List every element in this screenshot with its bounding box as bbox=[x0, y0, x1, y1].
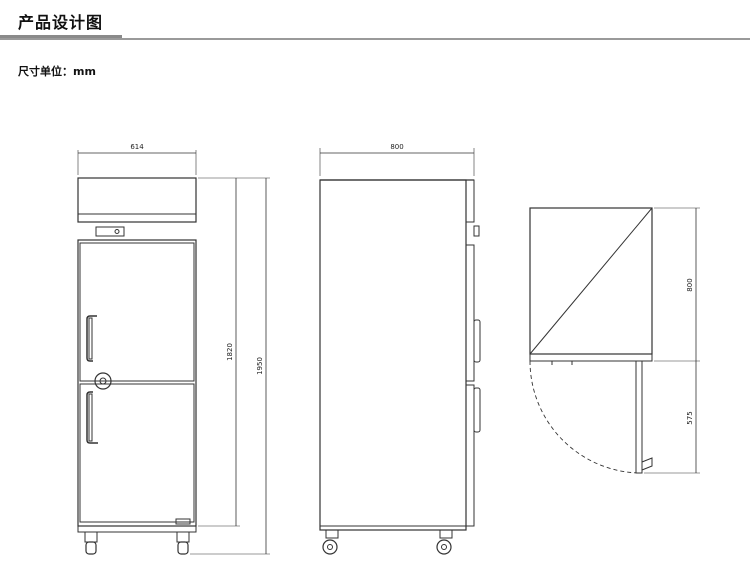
upper-door bbox=[79, 242, 195, 382]
control-knob-icon bbox=[114, 229, 120, 234]
side-top-overhang bbox=[466, 179, 475, 223]
right-caster-icon bbox=[177, 541, 189, 555]
swing-door-panel bbox=[635, 360, 643, 474]
right-caster-mount bbox=[176, 531, 190, 543]
dim-front-total-height: 1950 bbox=[256, 357, 264, 375]
lock-core-icon bbox=[99, 377, 107, 385]
front-base bbox=[77, 525, 197, 533]
nameplate-icon bbox=[175, 518, 191, 525]
side-left-hub-icon bbox=[327, 544, 333, 550]
side-upper-door bbox=[465, 244, 475, 382]
dim-front-door-height: 1820 bbox=[226, 343, 234, 361]
dim-swing-door-extent: 575 bbox=[686, 411, 694, 424]
side-vent-icon bbox=[473, 225, 480, 237]
lower-door bbox=[79, 383, 195, 523]
swing-front-bar bbox=[529, 353, 653, 362]
side-lower-door bbox=[465, 384, 475, 527]
side-lower-handle-icon bbox=[473, 387, 481, 433]
title-underline bbox=[0, 38, 750, 40]
side-upper-handle-icon bbox=[473, 319, 481, 363]
left-caster-mount bbox=[84, 531, 98, 543]
dim-side-depth: 800 bbox=[390, 143, 403, 151]
dim-swing-depth: 800 bbox=[686, 278, 694, 291]
control-panel-icon bbox=[95, 226, 125, 237]
unit-label: 尺寸单位：mm bbox=[18, 65, 96, 78]
side-right-caster-mount bbox=[439, 529, 453, 539]
page-title: 产品设计图 bbox=[18, 13, 104, 32]
side-view bbox=[319, 148, 481, 555]
front-view bbox=[77, 150, 270, 555]
front-top-cap bbox=[77, 177, 197, 223]
side-left-wheel-icon bbox=[322, 539, 338, 555]
header: 产品设计图 bbox=[0, 0, 750, 44]
lower-handle-icon bbox=[86, 391, 98, 444]
swing-door-handle-icon bbox=[641, 457, 653, 471]
swing-arc bbox=[529, 360, 641, 474]
left-caster-icon bbox=[85, 541, 97, 555]
swing-view bbox=[529, 207, 700, 474]
upper-handle-grip bbox=[88, 317, 93, 360]
dim-front-width: 614 bbox=[130, 143, 144, 151]
lower-handle-grip bbox=[88, 393, 93, 442]
swing-door-diagonal bbox=[529, 207, 653, 355]
upper-handle-icon bbox=[86, 315, 97, 362]
title-underline-accent bbox=[0, 35, 122, 40]
side-left-caster-mount bbox=[325, 529, 339, 539]
side-right-hub-icon bbox=[441, 544, 447, 550]
side-right-wheel-icon bbox=[436, 539, 452, 555]
side-body bbox=[319, 179, 467, 531]
